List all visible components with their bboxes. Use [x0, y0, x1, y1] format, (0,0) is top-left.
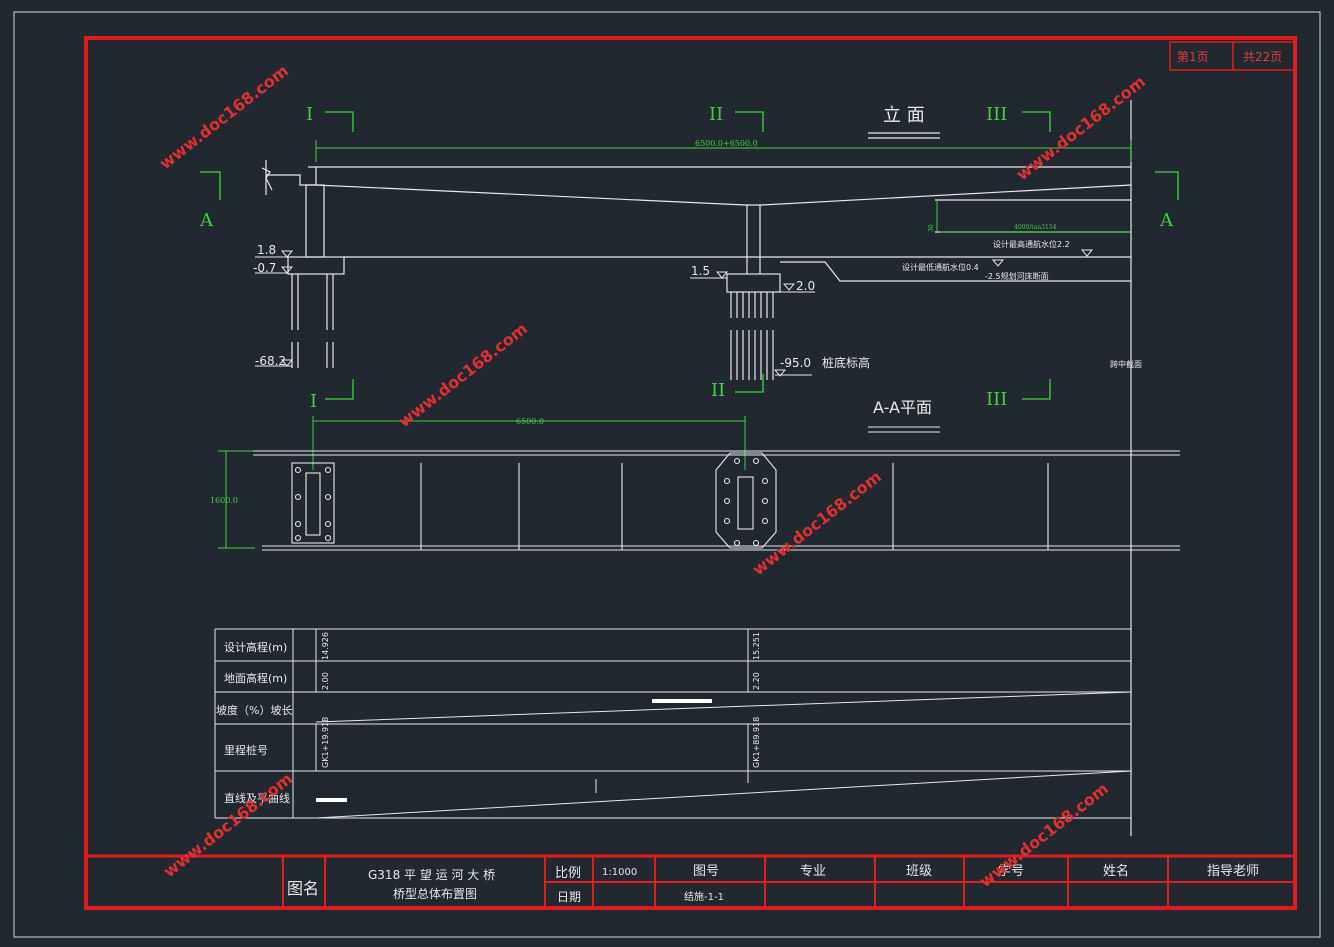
level-pier-cap-left: 1.5 [691, 264, 710, 278]
name-label: 图名 [287, 879, 319, 898]
section-I-top: I [306, 104, 313, 125]
water-labels: 设计最高通航水位2.2 设计最低通航水位0.4 -2.5规划河床断面 跨中截面 [902, 239, 1142, 369]
row-ground-elevation: 地面高程(m) [224, 671, 287, 685]
row-design-elevation: 设计高程(m) [224, 640, 287, 654]
level-pier-pile-tip: -95.0 [780, 356, 811, 370]
page-current: 第1页 [1177, 50, 1209, 64]
section-II-bottom: II [711, 380, 725, 401]
design-elev-1: 14.926 [321, 632, 330, 660]
level-pier-cap-right: 2.0 [796, 279, 815, 293]
watermark-4: www.doc168.com [749, 467, 885, 579]
level-abutment-pile-tip: -68.2 [255, 354, 286, 368]
section-markers [200, 111, 1179, 400]
section-A-right: A [1159, 210, 1174, 231]
level-labels: 1.8 -0.7 -68.2 1.5 2.0 -95.0 桩底标高 [253, 243, 870, 370]
row-alignment: 直线及平曲线 [224, 791, 290, 805]
name-field-label: 姓名 [1103, 863, 1129, 879]
drawing-name-line2: 桥型总体布置图 [393, 887, 477, 901]
scale-label: 比例 [555, 866, 581, 881]
profile-table-grid [214, 628, 1132, 819]
plan-title: A-A平面 [873, 398, 932, 417]
midspan-label: 跨中截面 [1110, 359, 1142, 369]
pile-tip-label: 桩底标高 [822, 355, 870, 370]
drawing-frame [13, 11, 1321, 938]
section-III-top: III [986, 104, 1007, 125]
title-block-grid [282, 856, 1295, 908]
section-labels: I II III I II III A A [199, 104, 1174, 412]
ground-elev-2: 2.20 [752, 672, 761, 690]
drawing-no-label: 图号 [693, 864, 719, 879]
class-label: 班级 [906, 864, 932, 879]
profile-row-labels: 设计高程(m) 地面高程(m) 坡度（%）坡长 里程桩号 直线及平曲线 [216, 640, 292, 805]
section-I-bottom: I [310, 391, 317, 412]
chainage-2: GK1+89.918 [752, 717, 761, 768]
watermark-3: www.doc168.com [395, 319, 531, 431]
row-chainage: 里程桩号 [224, 743, 268, 757]
section-A-left: A [199, 210, 214, 231]
dimension-lines [218, 140, 1132, 549]
profile-table-bars [316, 699, 712, 802]
watermark-1: www.doc168.com [156, 61, 292, 173]
student-no-label: 学号 [998, 863, 1024, 879]
level-abutment-top: 1.8 [257, 243, 276, 257]
section-III-bottom: III [986, 389, 1007, 410]
river-bed-label: -2.5规划河床断面 [985, 271, 1049, 281]
level-abutment-cap: -0.7 [253, 261, 276, 275]
design-elev-2: 15.251 [752, 632, 761, 660]
profile-values: 14.926 15.251 2.00 2.20 GK1+19.918 GK1+8… [321, 632, 761, 768]
small-dimension: 4000/tan3154 [1014, 224, 1057, 231]
plan-width-dimension: 1600.0 [210, 496, 238, 505]
page-total: 共22页 [1243, 50, 1282, 64]
ground-elev-1: 2.00 [321, 672, 330, 690]
scale-value: 1:1000 [602, 867, 637, 878]
drawing-no-value: 结施-1-1 [684, 890, 724, 903]
row-slope: 坡度（%）坡长 [216, 703, 292, 717]
major-label: 专业 [800, 864, 826, 879]
water-high-label: 设计最高通航水位2.2 [993, 239, 1070, 249]
title-block-text: 图名 G318 平 望 运 河 大 桥 桥型总体布置图 比例 1:1000 日期… [287, 863, 1259, 904]
plan-view [253, 426, 1180, 551]
advisor-label: 指导老师 [1207, 864, 1259, 879]
plan-span-dimension: 6500.0 [516, 417, 544, 426]
watermark-5: www.doc168.com [160, 769, 296, 881]
span-dimension: 6500.0+6500.0 [695, 139, 758, 148]
watermark-6: www.doc168.com [976, 779, 1112, 891]
drawing-name-line1: G318 平 望 运 河 大 桥 [368, 868, 495, 882]
date-label: 日期 [557, 890, 581, 904]
level-markers [255, 249, 1094, 377]
elevation-view [261, 100, 1132, 836]
elevation-title: 立 面 [883, 105, 925, 126]
pier-piles [730, 292, 774, 380]
section-II-top: II [709, 104, 723, 125]
side-mark: 30 [928, 224, 935, 232]
water-low-label: 设计最低通航水位0.4 [902, 262, 979, 272]
page-counter: 第1页 共22页 [1169, 41, 1295, 71]
chainage-1: GK1+19.918 [321, 717, 330, 768]
